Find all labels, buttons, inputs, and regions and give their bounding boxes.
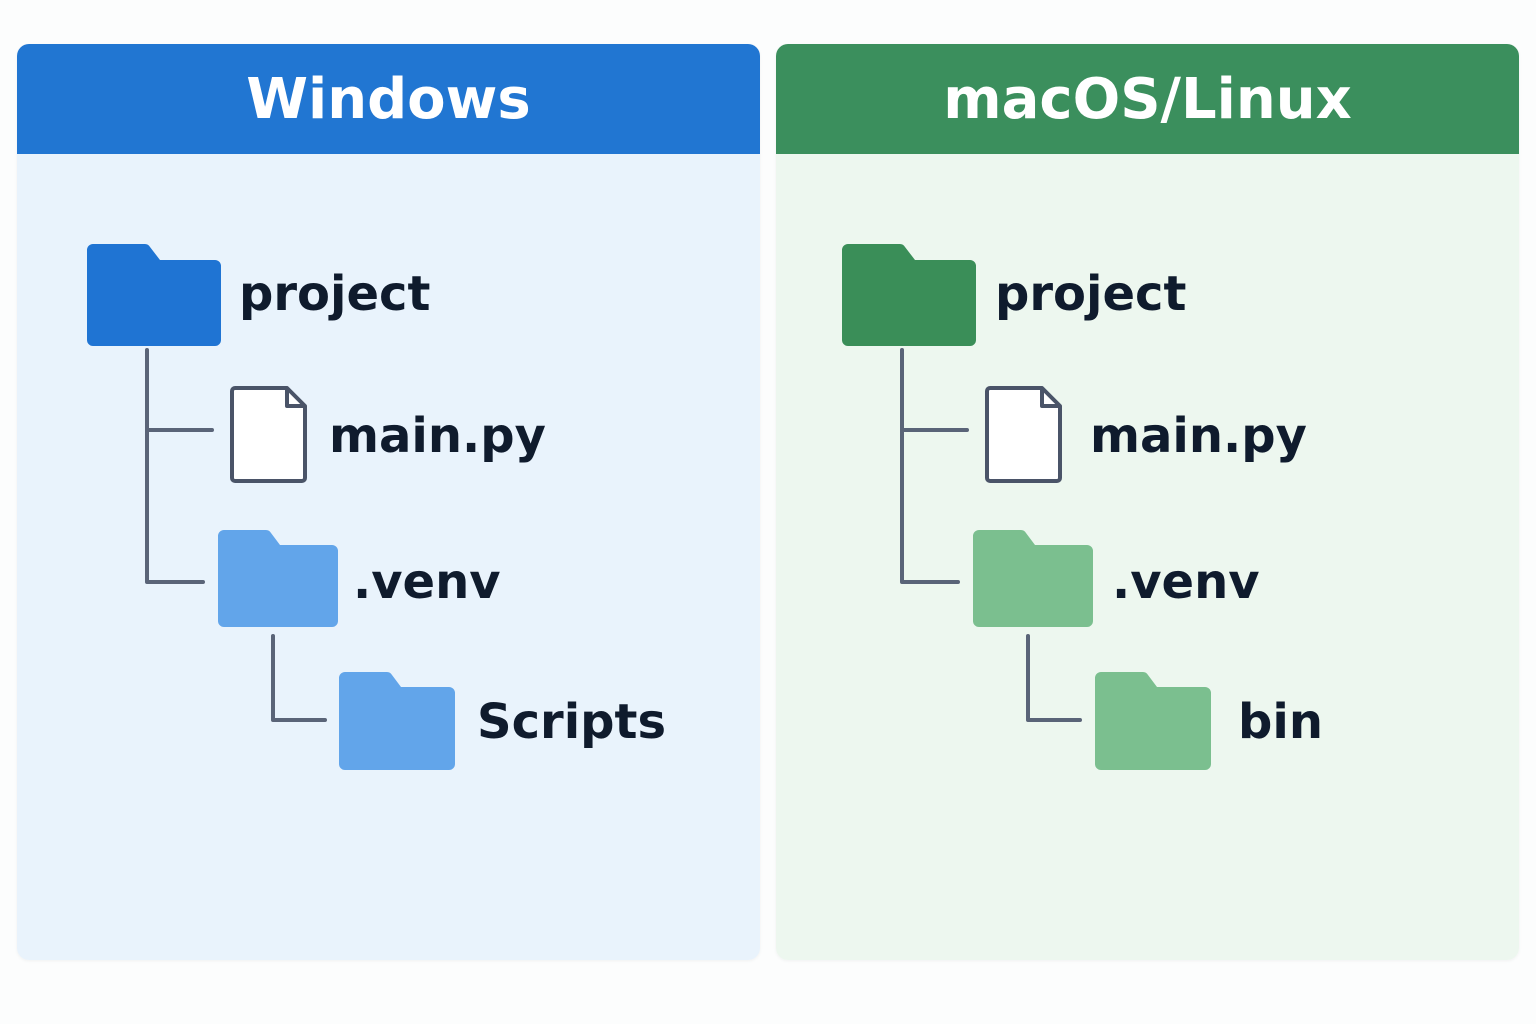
mac-panel-header: macOS/Linux [776, 44, 1519, 154]
windows-panel: Windows [17, 44, 760, 960]
folder-icon [339, 672, 455, 770]
windows-sub-label: Scripts [477, 694, 667, 750]
windows-root-label: project [239, 266, 431, 322]
windows-panel-title: Windows [246, 66, 531, 132]
file-icon [985, 386, 1062, 483]
mac-connector-main [900, 348, 969, 584]
folder-icon [973, 530, 1093, 627]
windows-panel-body: project main.py .venv Scripts [17, 154, 760, 960]
mac-panel: macOS/Linux [776, 44, 1519, 960]
windows-panel-header: Windows [17, 44, 760, 154]
windows-connector-venv [271, 634, 327, 722]
mac-panel-title: macOS/Linux [943, 66, 1352, 132]
windows-tree-graphics [87, 244, 455, 770]
mac-file-label: main.py [1090, 408, 1307, 464]
mac-connector-venv [1026, 634, 1082, 722]
mac-panel-body: project main.py .venv bin [776, 154, 1519, 960]
file-icon [230, 386, 307, 483]
mac-venv-label: .venv [1112, 554, 1260, 610]
folder-icon [87, 244, 221, 346]
mac-tree-graphics [842, 244, 1211, 770]
folder-icon [842, 244, 976, 346]
folder-icon [1095, 672, 1211, 770]
windows-connector-main [145, 348, 214, 584]
mac-sub-label: bin [1238, 694, 1323, 750]
windows-venv-label: .venv [353, 554, 501, 610]
windows-file-label: main.py [329, 408, 546, 464]
folder-icon [218, 530, 338, 627]
mac-root-label: project [995, 266, 1187, 322]
